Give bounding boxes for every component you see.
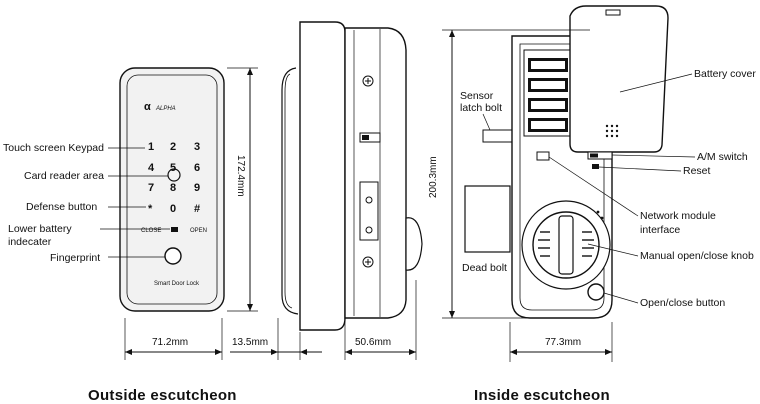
outside-escutcheon-front: ALPHA α 1 2 3 4 5 6 7 8 9 * 0 # CLOSE OP… [119,67,225,312]
battery-indicator-icon [171,227,178,232]
dim-inside-width: 77.3mm [509,322,613,362]
label-low-battery-1: Lower battery [8,223,72,235]
am-switch[interactable] [587,151,613,160]
battery-cover[interactable] [569,5,669,153]
label-dead-bolt: Dead bolt [462,262,507,274]
open-label: OPEN [190,228,207,234]
inside-escutcheon [464,5,669,319]
key-9[interactable]: 9 [194,182,200,194]
product-name: Smart Door Lock [154,281,200,287]
dim-side-inside: 50.6mm [344,280,417,360]
dim-thickness-13: 13.5mm [232,337,268,348]
dead-bolt [464,185,511,253]
inside-callouts: Sensor latch bolt Battery cover A/M swit… [460,68,756,309]
label-network-1: Network module [640,210,716,222]
label-manual-knob: Manual open/close knob [640,250,754,262]
key-0[interactable]: 0 [170,203,176,215]
key-hash[interactable]: # [194,203,200,215]
key-3[interactable]: 3 [194,141,200,153]
label-sensor-1: Sensor [460,90,494,102]
key-7[interactable]: 7 [148,182,154,194]
network-module-interface [536,151,550,161]
dim-width-77: 77.3mm [545,337,581,348]
card-reader-icon [167,168,181,182]
label-sensor-2: latch bolt [460,102,502,114]
reset-button[interactable] [592,164,599,169]
dim-width-71: 71.2mm [152,337,188,348]
open-close-button[interactable] [587,283,605,301]
dim-height-172: 172.4mm [235,155,246,197]
outside-callouts: Touch screen Keypad Card reader area Def… [3,142,170,264]
label-card-reader: Card reader area [24,170,104,182]
label-low-battery-2: indecater [8,236,52,248]
label-reset: Reset [683,165,711,177]
side-view [281,21,423,331]
brand-mark-icon: α [144,101,151,113]
label-fingerprint: Fingerprint [50,252,100,264]
brand-logo: ALPHA [155,106,176,112]
caption-inside: Inside escutcheon [474,387,610,404]
caption-outside: Outside escutcheon [88,387,237,404]
dim-side-outside: 13.5mm [230,318,322,360]
close-label: CLOSE [141,228,161,234]
label-touch-keypad: Touch screen Keypad [3,142,104,154]
dim-height-200: 200.3mm [428,156,439,198]
keypad[interactable]: 1 2 3 4 5 6 7 8 9 * 0 # [148,141,200,215]
label-open-close-button: Open/close button [640,297,725,309]
dim-inside-height: 200.3mm [428,29,590,319]
dim-outside-height: 172.4mm [227,67,258,312]
label-network-2: interface [640,224,680,236]
key-4[interactable]: 4 [148,162,155,174]
key-6[interactable]: 6 [194,162,200,174]
key-5[interactable]: 5 [170,162,176,174]
key-2[interactable]: 2 [170,141,176,153]
key-8[interactable]: 8 [170,182,176,194]
dim-thickness-50: 50.6mm [355,337,391,348]
label-am-switch: A/M switch [697,151,748,163]
label-battery-cover: Battery cover [694,68,756,80]
fingerprint-sensor[interactable] [164,247,182,265]
dim-outside-width: 71.2mm [124,318,223,360]
key-1[interactable]: 1 [148,141,154,153]
key-star[interactable]: * [148,203,153,215]
label-defense: Defense button [26,201,97,213]
